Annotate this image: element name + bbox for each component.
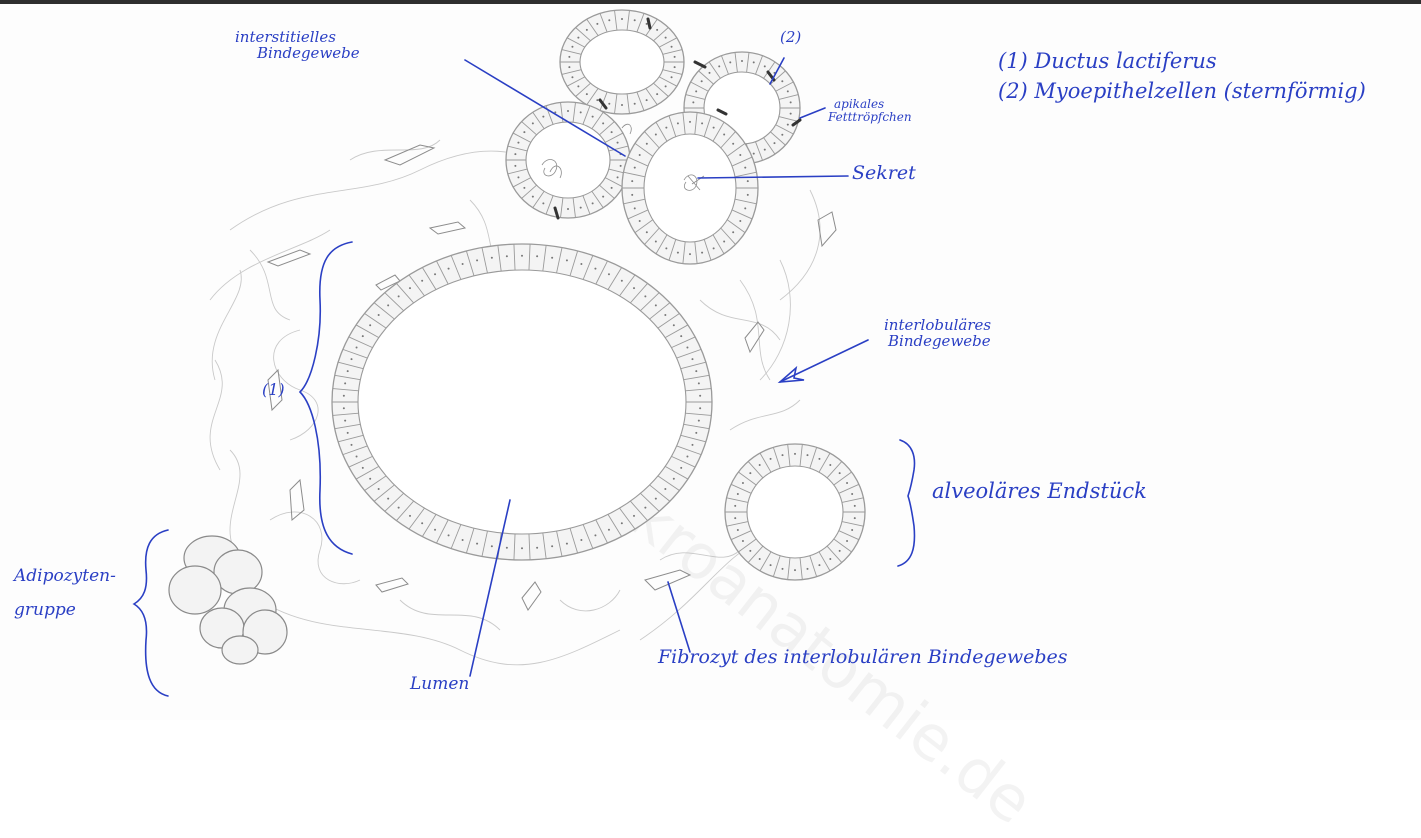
label-apical-line1: apikales	[828, 98, 912, 111]
histology-drawing: www.mikroanatomie.de	[0, 0, 1421, 720]
label-alveolar-end: alveoläres Endstück	[932, 480, 1147, 502]
label-interlobular-line2: Bindegewebe	[884, 334, 991, 350]
apical-pointer	[800, 108, 825, 118]
label-interlobular: interlobuläres Bindegewebe	[884, 318, 991, 350]
label-adipocyte: Adipozyten- gruppe	[14, 568, 116, 620]
brace-adipocyte	[134, 530, 168, 696]
label-secretion: Sekret	[852, 164, 916, 184]
label-interstitial: interstitielles Bindegewebe	[235, 30, 360, 62]
label-apical: apikales Fetttröpfchen	[828, 98, 912, 123]
alveolus-right	[622, 112, 758, 264]
label-lumen: Lumen	[410, 676, 469, 694]
alveolus-top-center	[560, 10, 684, 114]
adipocyte-group	[169, 536, 287, 664]
alveolus-left	[506, 102, 630, 218]
label-interstitial-line2: Bindegewebe	[235, 46, 360, 62]
drawing-canvas	[0, 0, 1421, 720]
legend-item-2: (2) Myoepithelzellen (sternförmig)	[998, 76, 1366, 106]
interlobular-arrow-line	[780, 340, 868, 382]
label-adipocyte-line1: Adipozyten-	[14, 568, 116, 586]
interlobular-arrowhead	[780, 368, 804, 382]
label-marker-2: (2)	[780, 30, 801, 46]
alveolar-end-piece	[725, 444, 865, 580]
brace-alveolar	[898, 440, 914, 566]
label-apical-line2: Fetttröpfchen	[828, 111, 912, 124]
label-fibrocyte: Fibrozyt des interlobulären Bindegewebes	[658, 648, 1068, 668]
label-adipocyte-line2: gruppe	[14, 602, 116, 620]
legend: (1) Ductus lactiferus (2) Myoepithelzell…	[998, 46, 1366, 107]
ductus-lactiferus	[332, 244, 712, 560]
label-marker-1: (1)	[262, 382, 285, 399]
legend-item-1: (1) Ductus lactiferus	[998, 46, 1366, 76]
